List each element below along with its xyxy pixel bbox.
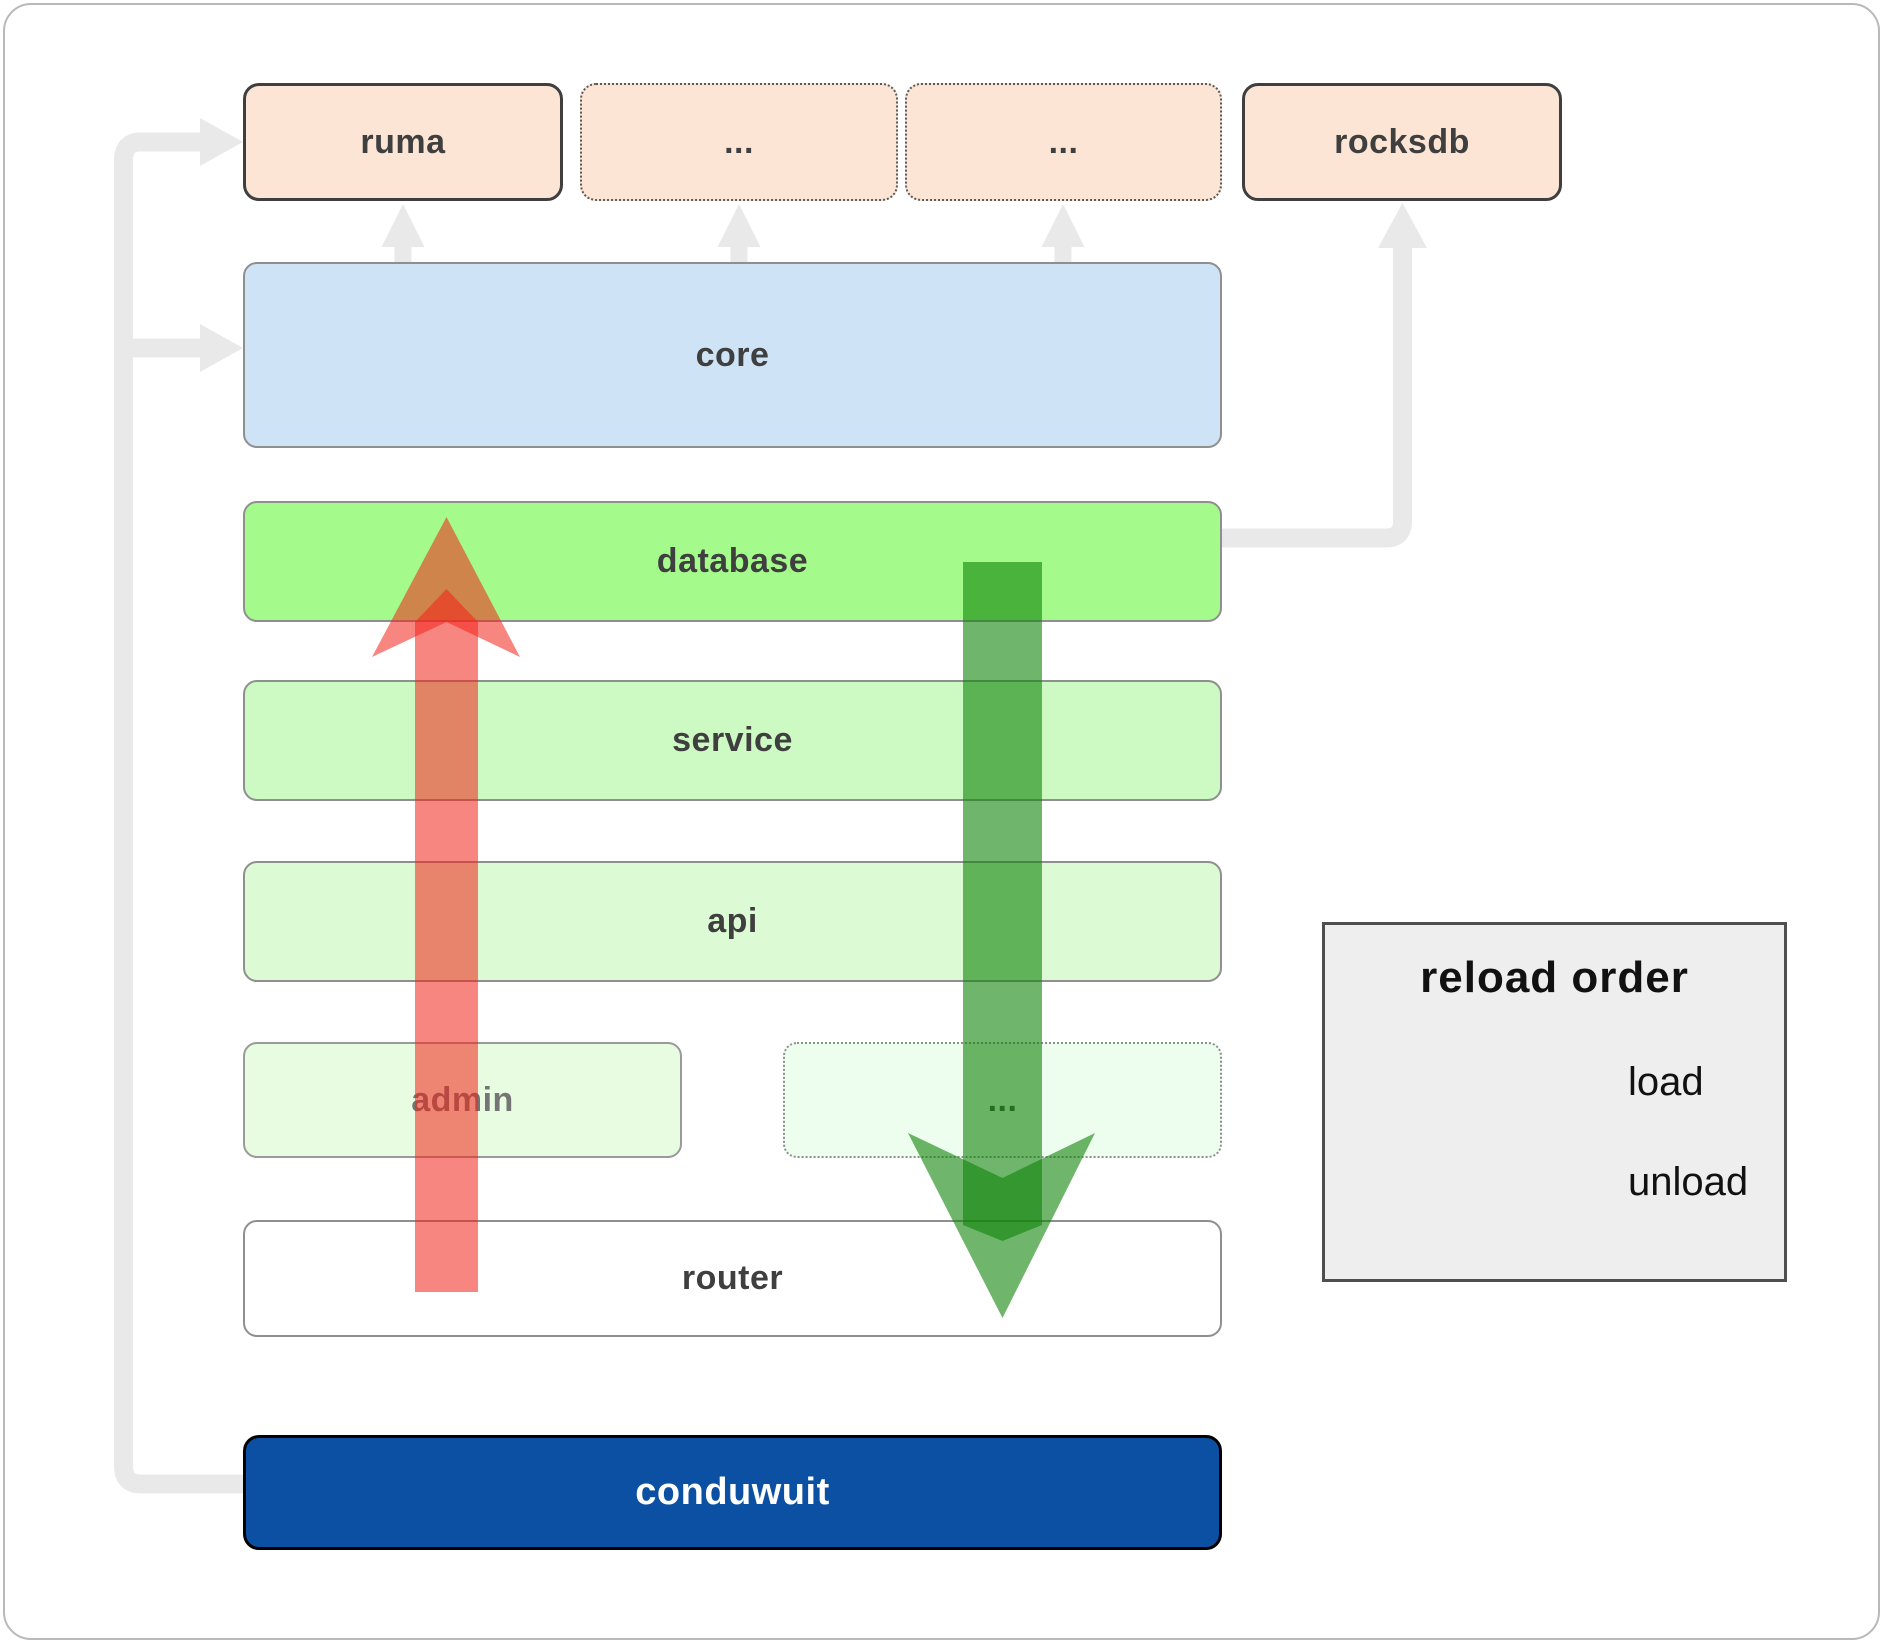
box-rocksdb-label: rocksdb <box>1334 122 1470 161</box>
box-ruma-label: ruma <box>360 122 446 161</box>
box-api-label: api <box>707 902 758 940</box>
box-conduwuit: conduwuit <box>243 1435 1222 1550</box>
box-router-label: router <box>681 1259 784 1297</box>
box-service-label: service <box>672 721 793 759</box>
box-api: api <box>243 861 1222 982</box>
box-ellipsis-top-2-label: ... <box>1048 122 1079 161</box>
box-ellipsis-top-1-label: ... <box>724 122 754 161</box>
legend: reload order load unload <box>1322 922 1787 1282</box>
box-admin-label: admin <box>411 1080 514 1119</box>
box-conduwuit-label: conduwuit <box>635 1471 830 1513</box>
box-database: database <box>243 501 1222 622</box>
box-admin: admin <box>243 1042 682 1158</box>
box-ellipsis-top-2: ... <box>905 83 1222 201</box>
box-core: core <box>243 262 1222 448</box>
box-rocksdb: rocksdb <box>1242 83 1562 201</box>
box-router: router <box>243 1220 1222 1337</box>
box-service: service <box>243 680 1222 801</box>
box-database-label: database <box>656 542 809 580</box>
box-ellipsis-top-1: ... <box>580 83 898 201</box>
outer-frame <box>3 3 1880 1640</box>
box-ellipsis-admin-label: ... <box>987 1080 1018 1119</box>
box-core-label: core <box>695 335 770 374</box>
box-ellipsis-admin: ... <box>783 1042 1222 1158</box>
legend-load-label: load <box>1628 1060 1704 1104</box>
box-ruma: ruma <box>243 83 563 201</box>
legend-title: reload order <box>1420 953 1689 1002</box>
legend-unload-label: unload <box>1628 1160 1749 1204</box>
